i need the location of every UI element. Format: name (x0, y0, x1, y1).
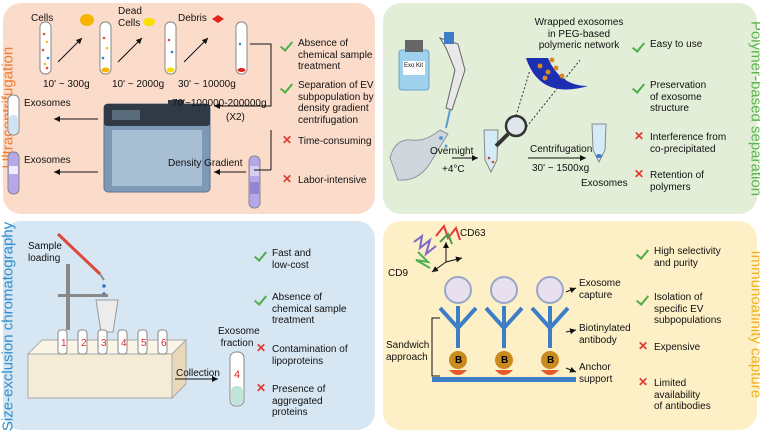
exosomes-top-label: Exosomes (24, 98, 71, 110)
uc-pro-1: Absence of chemical sample treatment (282, 38, 372, 73)
cd9-label: CD9 (388, 268, 408, 280)
sec-con-2: Presence of aggregated proteins (256, 384, 325, 419)
pb-pro-2: Preservation of exosome structure (634, 80, 706, 115)
magnifier-icon (496, 116, 526, 146)
dead-cells-label: Dead Cells (118, 6, 142, 29)
pb-con-1: Interference from co-precipitated (634, 132, 726, 155)
sample-dropper-icon (58, 234, 106, 296)
exo-kit-label: Exo Kit (404, 62, 423, 70)
sec-con-1: Contamination of lipoproteins (256, 344, 348, 367)
cells-label: Cells (31, 13, 53, 25)
uc-tube-1 (40, 22, 51, 74)
polymer-tube-icon (484, 130, 498, 172)
collection-label: Collection (176, 368, 220, 380)
fraction-1: 1 (61, 338, 67, 350)
debris-icon (212, 15, 224, 23)
cells-pellet-icon (80, 14, 94, 26)
ic-pro-2: Isolation of specific EV subpopulations (638, 292, 721, 327)
uc-tube-3 (165, 22, 176, 74)
wrapped-exosomes-label: Wrapped exosomes in PEG-based polymeric … (524, 17, 634, 52)
peg-network-icon (526, 58, 588, 90)
ultracentrifuge-icon (104, 100, 210, 192)
density-gradient-tube (249, 156, 260, 208)
sec-pro-2: Absence of chemical sample treatment (256, 292, 346, 327)
biotinylated-antibody-label: Biotinylated antibody (579, 323, 631, 346)
sandwich-approach-label: Sandwich approach (386, 340, 429, 363)
fraction-4: 4 (121, 338, 127, 350)
anchor-support-bar (432, 377, 576, 382)
ic-con-1: Expensive (638, 342, 700, 354)
column-stand-icon (58, 264, 118, 342)
speed-label: 70'~100000-200000g (172, 98, 267, 110)
fraction-2: 2 (81, 338, 87, 350)
pipette-icon (440, 32, 465, 128)
ic-pro-1: High selectivity and purity (638, 246, 721, 269)
protein-cd63-icon (436, 226, 460, 244)
exosome-tube-bottom (8, 152, 19, 194)
ic-con-2: Limited availability of antibodies (638, 378, 711, 413)
bead-label-3: B (547, 355, 554, 367)
sec-pro-1: Fast and low-cost (256, 248, 311, 271)
pb-pro-1: Easy to use (634, 39, 702, 51)
exosome-tube-top (8, 95, 19, 135)
step2-label: 10' ~ 2000g (112, 79, 164, 91)
fraction-3: 3 (101, 338, 107, 350)
overnight-label: Overnight (430, 146, 473, 158)
step3-label: 30' ~ 10000g (178, 79, 236, 91)
uc-tube-4 (236, 22, 247, 74)
dead-cells-icon (143, 18, 155, 26)
repeat-label: (X2) (226, 112, 245, 124)
exosome-fraction-number: 4 (234, 370, 240, 382)
exosome-fraction-label: Exosome fraction (218, 326, 256, 349)
uc-con-2: Labor-intensive (282, 175, 366, 187)
debris-label: Debris (178, 13, 207, 25)
sample-loading-label: Sample loading (28, 241, 62, 264)
polymer-exosomes-label: Exosomes (581, 178, 628, 190)
temperature-label: +4°C (442, 164, 465, 176)
protein-cd9-icon (414, 236, 436, 268)
polymer-speed-label: 30' ~ 1500xg (532, 163, 589, 175)
pb-con-2: Retention of polymers (634, 170, 704, 193)
fraction-5: 5 (141, 338, 147, 350)
uc-tube-2 (100, 22, 111, 74)
exosome-capture-label: Exosome capture (579, 278, 621, 301)
bead-label-2: B (501, 355, 508, 367)
bead-label-1: B (455, 355, 462, 367)
fraction-6: 6 (161, 338, 167, 350)
step1-label: 10' ~ 300g (43, 79, 90, 91)
density-gradient-label: Density Gradient (168, 158, 242, 170)
uc-pro-2: Separation of EV subpopulation by densit… (282, 80, 374, 126)
cd63-label: CD63 (460, 228, 486, 240)
final-exosome-tube-icon (592, 124, 606, 162)
polymer-centrifugation-label: Centrifugation (530, 144, 592, 156)
uc-con-1: Time-consuming (282, 136, 372, 148)
anchor-support-label: Anchor support (579, 362, 612, 385)
exosomes-bottom-label: Exosomes (24, 155, 71, 167)
